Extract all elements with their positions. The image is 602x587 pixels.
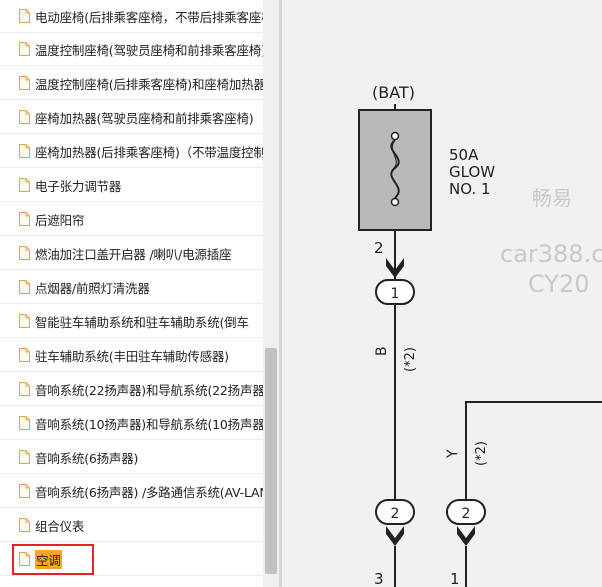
document-icon	[19, 382, 30, 396]
tree-item[interactable]: 组合仪表	[0, 509, 263, 542]
document-icon	[19, 9, 30, 23]
tree-item-label: 驻车辅助系统(丰田驻车辅助传感器)	[35, 348, 229, 364]
connector-arrow-icon	[457, 526, 475, 546]
document-icon	[19, 280, 30, 294]
connector-2-right	[446, 499, 486, 525]
tree-item-label: 音响系统(22扬声器)和导航系统(22扬声器)	[35, 382, 263, 398]
tree-item-label: 音响系统(10扬声器)和导航系统(10扬声器)	[35, 416, 263, 432]
tree-item[interactable]: 燃油加注口盖开启器 /喇叭/电源插座	[0, 237, 263, 270]
connector-number: 1	[391, 286, 400, 302]
tree-item[interactable]: 智能驻车辅助系统和驻车辅助系统(倒车	[0, 305, 263, 338]
tree-item[interactable]: 驻车辅助系统(丰田驻车辅助传感器)	[0, 339, 263, 372]
document-icon	[19, 484, 30, 498]
wire-note-label: (*2)	[474, 441, 489, 466]
tree-item[interactable]: 音响系统(10扬声器)和导航系统(10扬声器)	[0, 407, 263, 440]
tree-item-selected[interactable]: 空调	[0, 543, 263, 576]
wire-color-label: Y	[445, 449, 461, 459]
connector-number: 2	[391, 506, 400, 522]
connector-arrow-icon	[386, 258, 404, 278]
tree-item[interactable]: 温度控制座椅(驾驶员座椅和前排乘客座椅)	[0, 33, 263, 66]
tree-item[interactable]: 音响系统(6扬声器) /多路通信系统(AV-LAN)	[0, 475, 263, 508]
document-icon	[19, 314, 30, 328]
selection-highlight-box	[12, 544, 94, 575]
document-icon	[19, 450, 30, 464]
fuse-terminal	[390, 131, 400, 141]
fuse-element-icon	[390, 139, 400, 199]
tree-item-label: 温度控制座椅(驾驶员座椅和前排乘客座椅)	[35, 42, 263, 58]
document-icon	[19, 110, 30, 124]
tree-item[interactable]: 座椅加热器(驾驶员座椅和前排乘客座椅)	[0, 101, 263, 134]
sidebar-scrollbar[interactable]	[263, 0, 279, 587]
document-icon	[19, 348, 30, 362]
document-icon	[19, 76, 30, 90]
document-icon	[19, 416, 30, 430]
document-icon	[19, 178, 30, 192]
connector-1	[375, 279, 415, 305]
wiring-diagram: 畅易 car388.c CY20 (BAT) 50A GLOW NO. 1 2 …	[358, 83, 602, 587]
tree-item-label: 座椅加热器(后排乘客座椅)（不带温度控制座椅）	[35, 144, 263, 160]
watermark-text: 畅易	[532, 186, 572, 210]
tree-item-label: 音响系统(6扬声器) /多路通信系统(AV-LAN)	[35, 484, 263, 500]
document-icon	[19, 42, 30, 56]
tree-item-label: 后遮阳帘	[35, 212, 85, 228]
pane-divider[interactable]	[279, 0, 282, 587]
tree-item[interactable]: 点烟器/前照灯清洗器	[0, 271, 263, 304]
fuse-box	[358, 109, 432, 231]
fuse-terminal	[390, 197, 400, 207]
watermark-text: CY20	[528, 270, 590, 298]
tree-item-label: 点烟器/前照灯清洗器	[35, 280, 150, 296]
topic-tree-sidebar: 电动座椅(后排乘客座椅，不带后排乘客座椅娱乐系统) 温度控制座椅(驾驶员座椅和前…	[0, 0, 263, 587]
tree-item-label: 空调	[35, 549, 62, 569]
tree-item-label: 电动座椅(后排乘客座椅，不带后排乘客座椅娱乐系统)	[35, 9, 263, 25]
fuse-name-line2: NO. 1	[449, 180, 491, 198]
fuse-name-line1: GLOW	[449, 163, 495, 181]
document-icon	[19, 212, 30, 226]
fuse-rating: 50A	[449, 146, 479, 164]
fuse-element-icon	[391, 139, 397, 171]
pin-number: 3	[374, 570, 384, 587]
tree-item[interactable]: 座椅加热器(后排乘客座椅)（不带温度控制座椅）	[0, 135, 263, 168]
watermark-text: car388.c	[500, 240, 602, 268]
bat-label: (BAT)	[372, 83, 415, 102]
tree-item-label: 组合仪表	[35, 518, 85, 534]
tree-item-label: 燃油加注口盖开启器 /喇叭/电源插座	[35, 246, 232, 262]
wiring-diagram-pane: 畅易 car388.c CY20 (BAT) 50A GLOW NO. 1 2 …	[282, 0, 602, 587]
wire-color-label: B	[374, 346, 390, 356]
tree-item-label: 智能驻车辅助系统和驻车辅助系统(倒车	[35, 314, 249, 330]
document-icon	[19, 246, 30, 260]
scrollbar-thumb[interactable]	[265, 348, 277, 574]
pin-number: 1	[450, 570, 460, 587]
connector-arrow-icon	[386, 526, 404, 546]
tree-item[interactable]: 温度控制座椅(后排乘客座椅)和座椅加热器	[0, 67, 263, 100]
tree-item-label: 音响系统(6扬声器)	[35, 450, 139, 466]
tree-item[interactable]: 音响系统(22扬声器)和导航系统(22扬声器)	[0, 373, 263, 406]
tree-item[interactable]: 电动座椅(后排乘客座椅，不带后排乘客座椅娱乐系统)	[0, 0, 263, 33]
connector-2-left	[375, 499, 415, 525]
tree-item[interactable]: 电子张力调节器	[0, 169, 263, 202]
wire-y	[465, 401, 602, 500]
tree-item-label: 座椅加热器(驾驶员座椅和前排乘客座椅)	[35, 110, 254, 126]
document-icon	[19, 552, 30, 566]
document-icon	[19, 144, 30, 158]
tree-item[interactable]: 音响系统(6扬声器)	[0, 441, 263, 474]
connector-number: 2	[462, 506, 471, 522]
wire-note-label: (*2)	[403, 347, 418, 372]
tree-item-label: 电子张力调节器	[35, 178, 122, 194]
pin-number: 2	[374, 239, 384, 257]
tree-item[interactable]: 后遮阳帘	[0, 203, 263, 236]
document-icon	[19, 518, 30, 532]
tree-item-label: 温度控制座椅(后排乘客座椅)和座椅加热器	[35, 76, 263, 92]
